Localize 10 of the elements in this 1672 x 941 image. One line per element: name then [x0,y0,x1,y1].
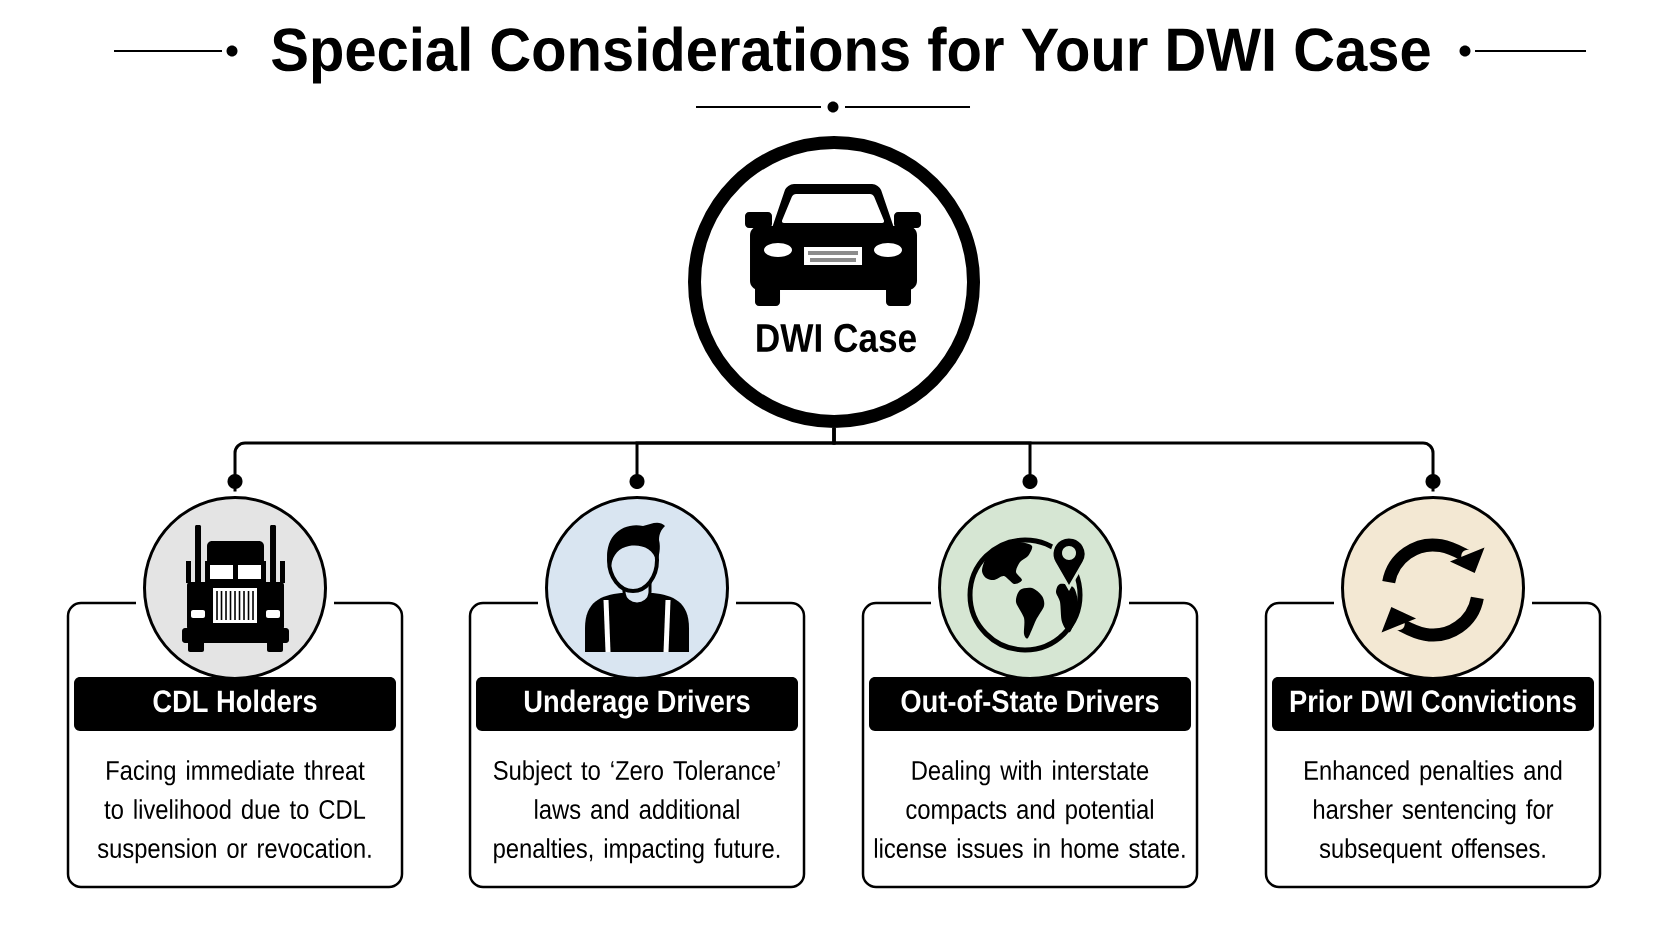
connector [832,428,1441,493]
refresh-icon [1341,496,1525,680]
header-bar: Out-of-State Drivers [869,677,1191,731]
truck-icon [143,496,327,680]
header-bar: CDL Holders [74,677,396,731]
person-icon [545,496,729,680]
globe-icon [938,496,1122,680]
header-bar: Prior DWI Convictions [1272,677,1594,731]
header-bar: Underage Drivers [476,677,798,731]
title: Special Considerations for Your DWI Case [272,26,1430,84]
